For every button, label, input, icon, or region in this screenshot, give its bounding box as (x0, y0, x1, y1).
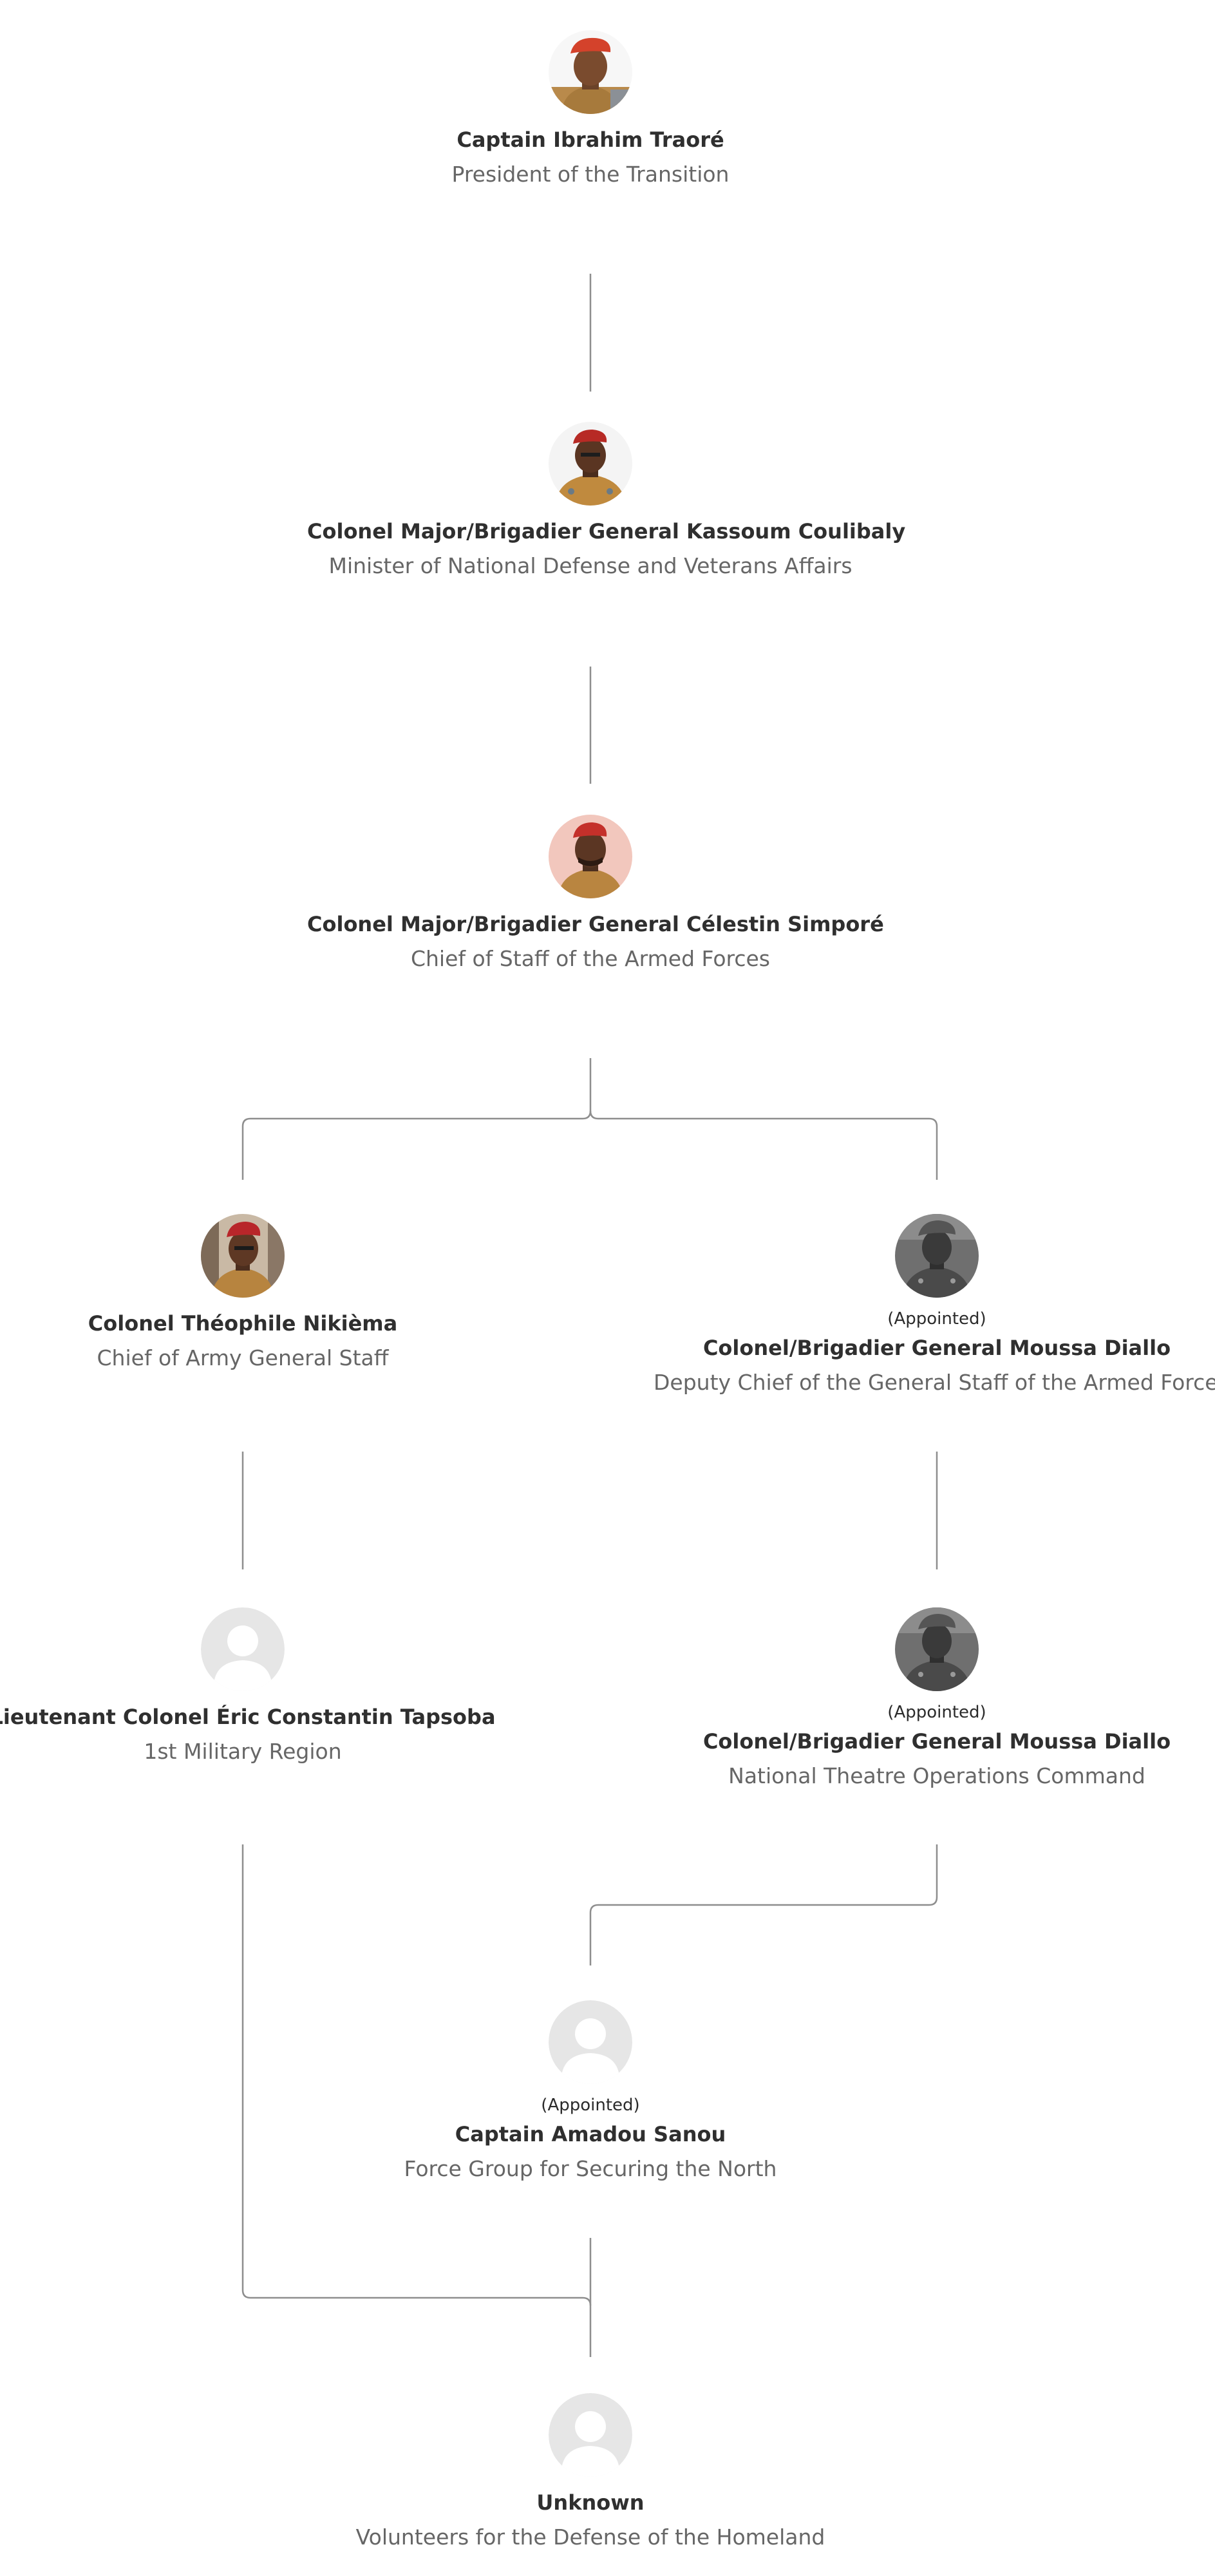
connector-simpore-split (241, 1058, 592, 1180)
node-coulibaly: Colonel Major/Brigadier General Kassoum … (307, 422, 906, 579)
placeholder-person-icon (549, 2393, 632, 2477)
photo-red-beret-icon (549, 30, 632, 114)
node-role: Chief of Army General Staff (97, 1345, 389, 1370)
node-name: Colonel Major/Brigadier General Kassoum … (307, 519, 906, 544)
node-role: President of the Transition (451, 162, 730, 187)
node-sanou: (Appointed) Captain Amadou Sanou Force G… (307, 2000, 874, 2182)
node-role: Deputy Chief of the General Staff of the… (654, 1370, 1215, 1395)
placeholder-person-icon (201, 1607, 285, 1691)
node-role: Force Group for Securing the North (404, 2156, 777, 2181)
node-name: Captain Amadou Sanou (455, 2122, 726, 2146)
photo-red-beret-icon (549, 815, 632, 898)
node-tapsoba: Lieutenant Colonel Éric Constantin Tapso… (0, 1607, 526, 1765)
node-diallo-command: (Appointed) Colonel/Brigadier General Mo… (654, 1607, 1215, 1789)
node-simpore: Colonel Major/Brigadier General Célestin… (307, 815, 884, 972)
node-traore: Captain Ibrahim Traoré President of the … (307, 30, 874, 187)
photo-grayscale-icon (895, 1607, 979, 1691)
appointed-tag: (Appointed) (541, 2096, 640, 2115)
node-role: Volunteers for the Defense of the Homela… (355, 2524, 825, 2550)
node-name: Colonel Théophile Nikièma (88, 1311, 398, 1336)
node-diallo-deputy: (Appointed) Colonel/Brigadier General Mo… (654, 1214, 1215, 1396)
node-name: Lieutenant Colonel Éric Constantin Tapso… (0, 1705, 496, 1729)
placeholder-person-icon (549, 2000, 632, 2084)
connector-simpore-diallo (589, 1110, 938, 1180)
appointed-tag: (Appointed) (887, 1703, 986, 1722)
appointed-tag: (Appointed) (887, 1309, 986, 1329)
node-name: Unknown (536, 2490, 645, 2515)
node-name: Captain Ibrahim Traoré (457, 128, 724, 152)
photo-red-beret-icon (201, 1214, 285, 1298)
node-role: 1st Military Region (144, 1739, 342, 1764)
photo-grayscale-icon (895, 1214, 979, 1298)
node-name: Colonel Major/Brigadier General Célestin… (307, 912, 884, 936)
photo-red-beret-icon (549, 422, 632, 506)
node-unknown: Unknown Volunteers for the Defense of th… (307, 2393, 874, 2550)
node-name: Colonel/Brigadier General Moussa Diallo (702, 1729, 1171, 1754)
node-role: National Theatre Operations Command (728, 1763, 1145, 1788)
node-name: Colonel/Brigadier General Moussa Diallo (702, 1336, 1171, 1360)
node-nikiema: Colonel Théophile Nikièma Chief of Army … (0, 1214, 526, 1371)
node-role: Minister of National Defense and Veteran… (328, 553, 852, 578)
node-role: Chief of Staff of the Armed Forces (410, 946, 771, 971)
connector-diallo-sanou (589, 1844, 938, 1965)
connector-tapsoba-unknown (241, 1844, 592, 2306)
